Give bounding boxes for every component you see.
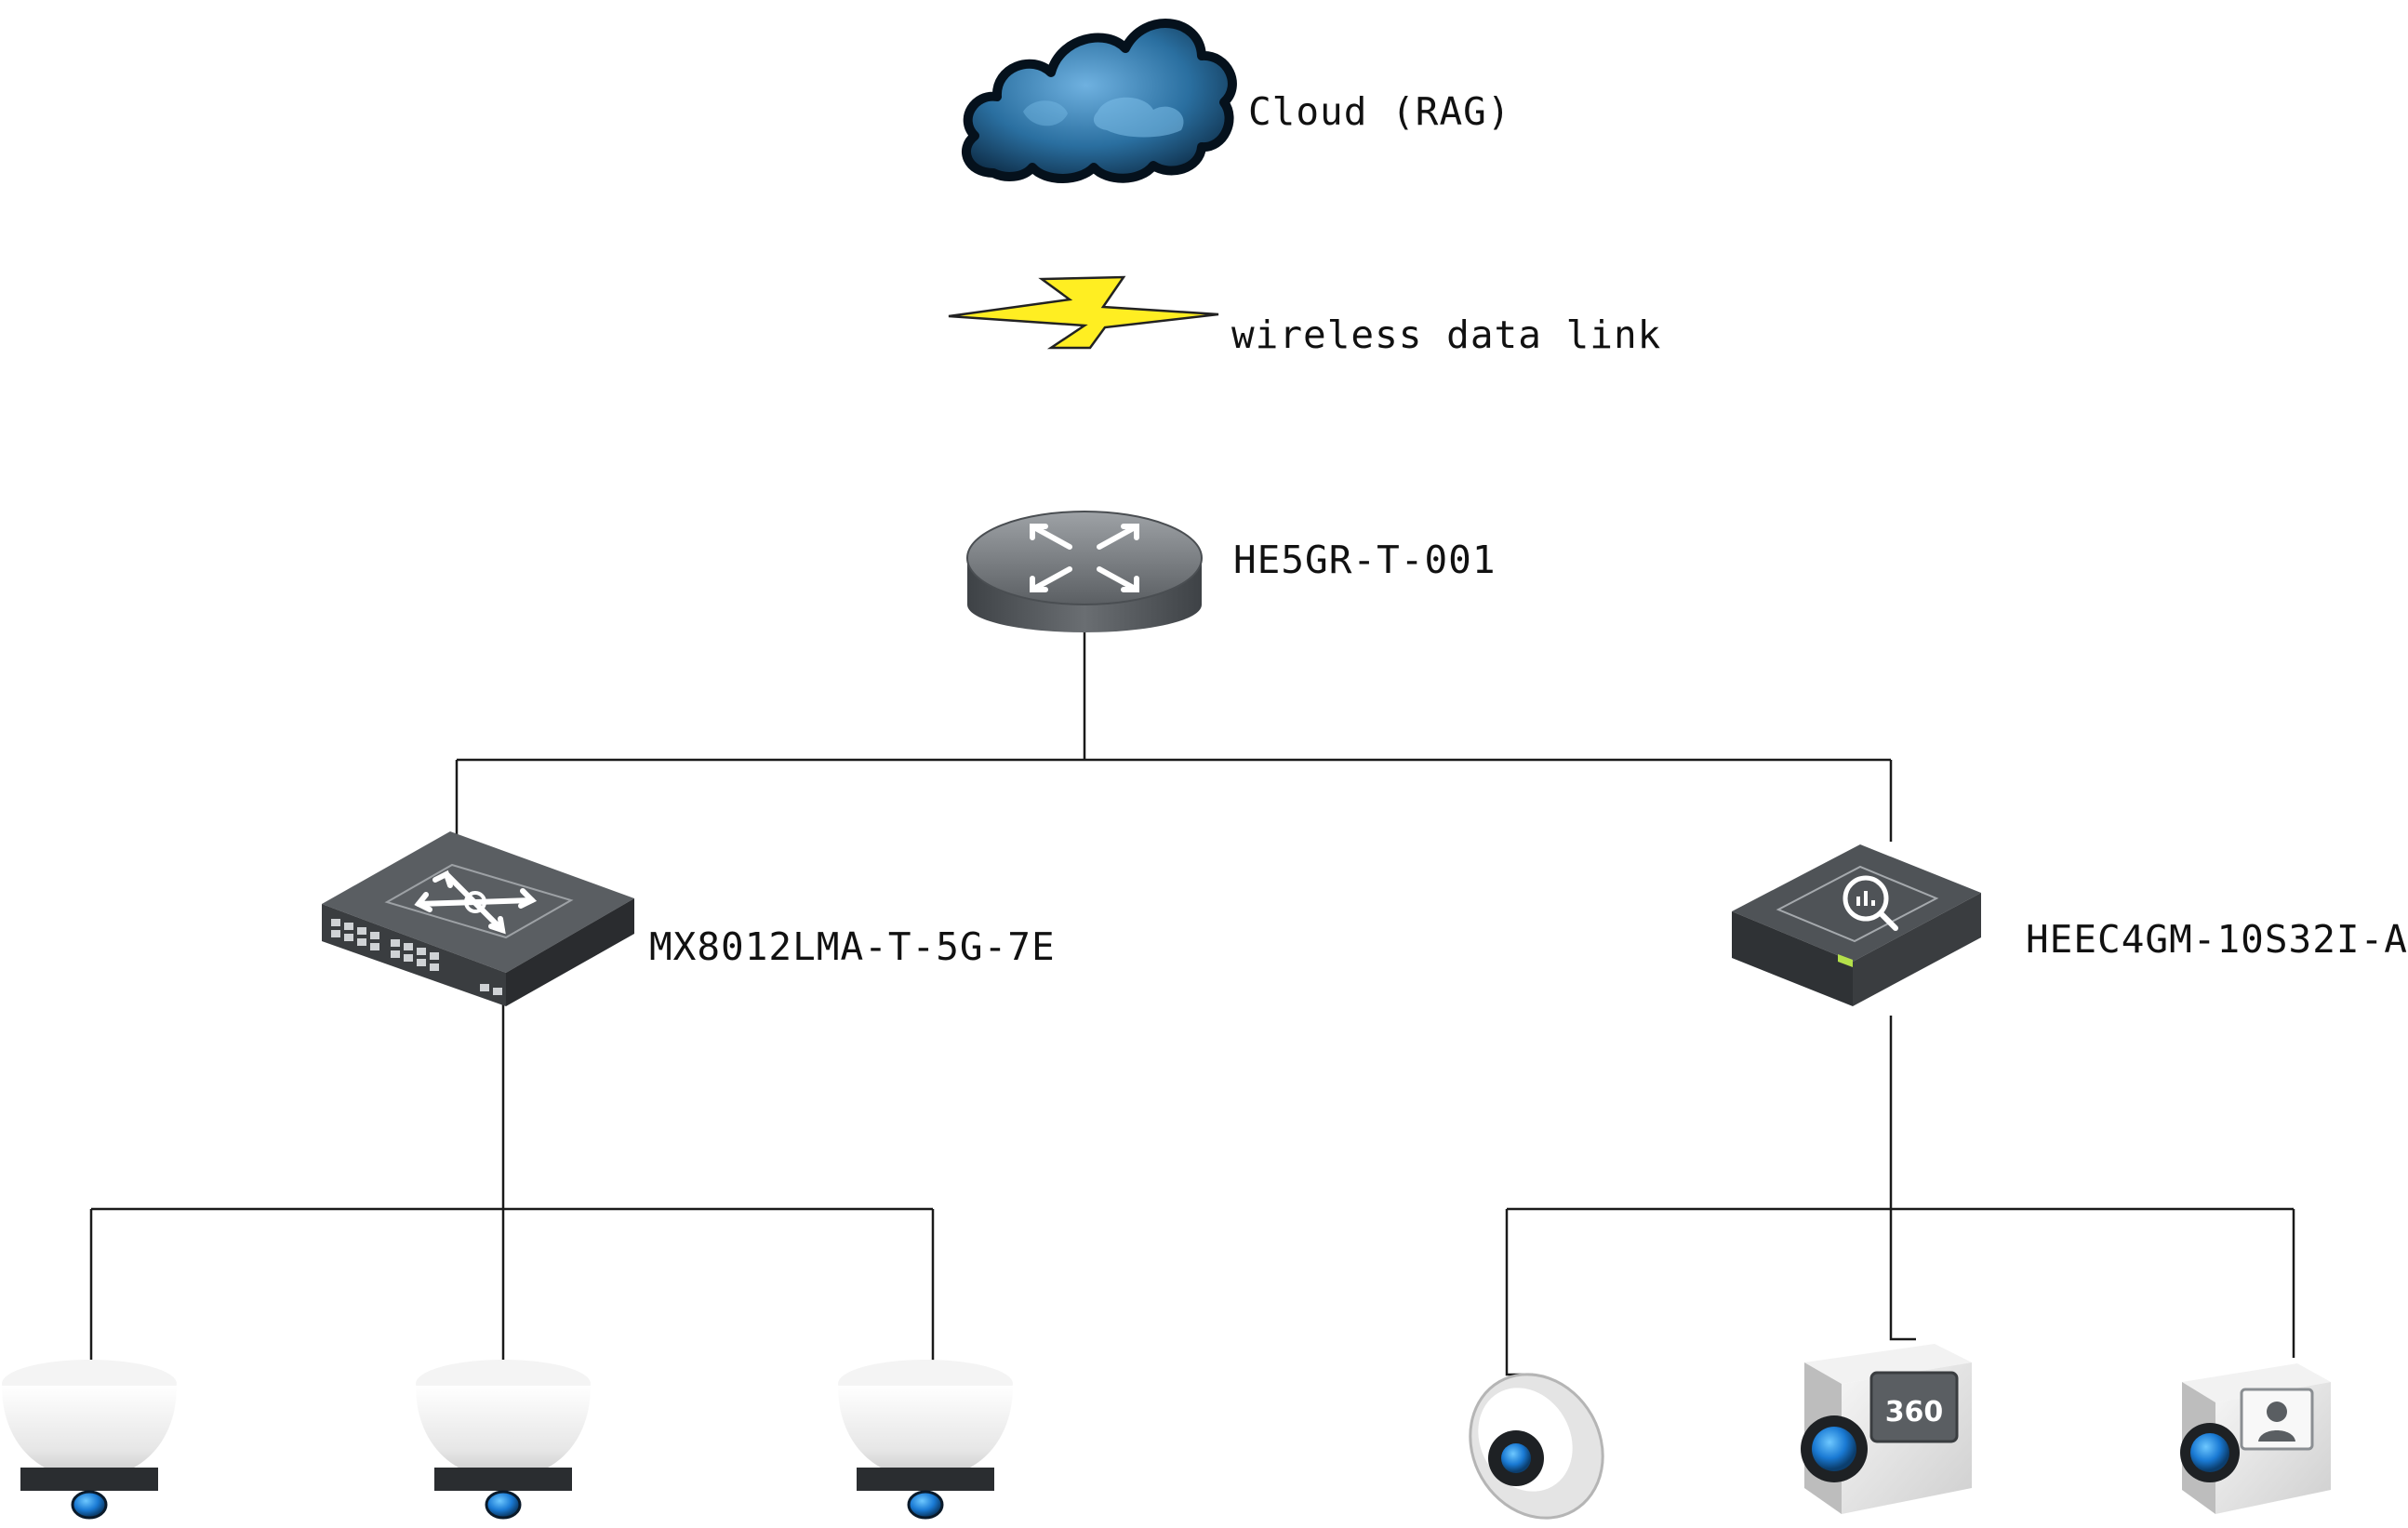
dome-camera-icon xyxy=(416,1360,591,1520)
connection-lines xyxy=(89,632,2295,1376)
dome-camera-icon xyxy=(2,1360,177,1520)
mini-camera-icon xyxy=(1469,1373,1604,1520)
camera-360-icon: 360 xyxy=(1801,1344,1972,1514)
switch-label: MX8012LMA-T-5G-7E xyxy=(649,924,1056,969)
camera-360-badge: 360 xyxy=(1885,1396,1944,1428)
lightning-bolt-icon xyxy=(948,275,1219,350)
switch-icon xyxy=(322,831,634,1006)
camera-5-drop-line xyxy=(1889,1209,1916,1341)
camera-4-drop-line xyxy=(1505,1209,1533,1376)
analytics-server-icon xyxy=(1732,844,1981,1006)
server-label: HEEC4GM-10S32I-A xyxy=(2026,917,2408,962)
router-label: HE5GR-T-001 xyxy=(1233,538,1497,582)
cloud-label: Cloud (RAG) xyxy=(1248,89,1511,134)
wireless-link-label: wireless data link xyxy=(1231,312,1662,357)
face-recognition-camera-icon xyxy=(2180,1363,2331,1514)
cloud-icon xyxy=(962,19,1237,183)
dome-camera-icon xyxy=(838,1360,1013,1520)
router-icon xyxy=(966,511,1203,632)
